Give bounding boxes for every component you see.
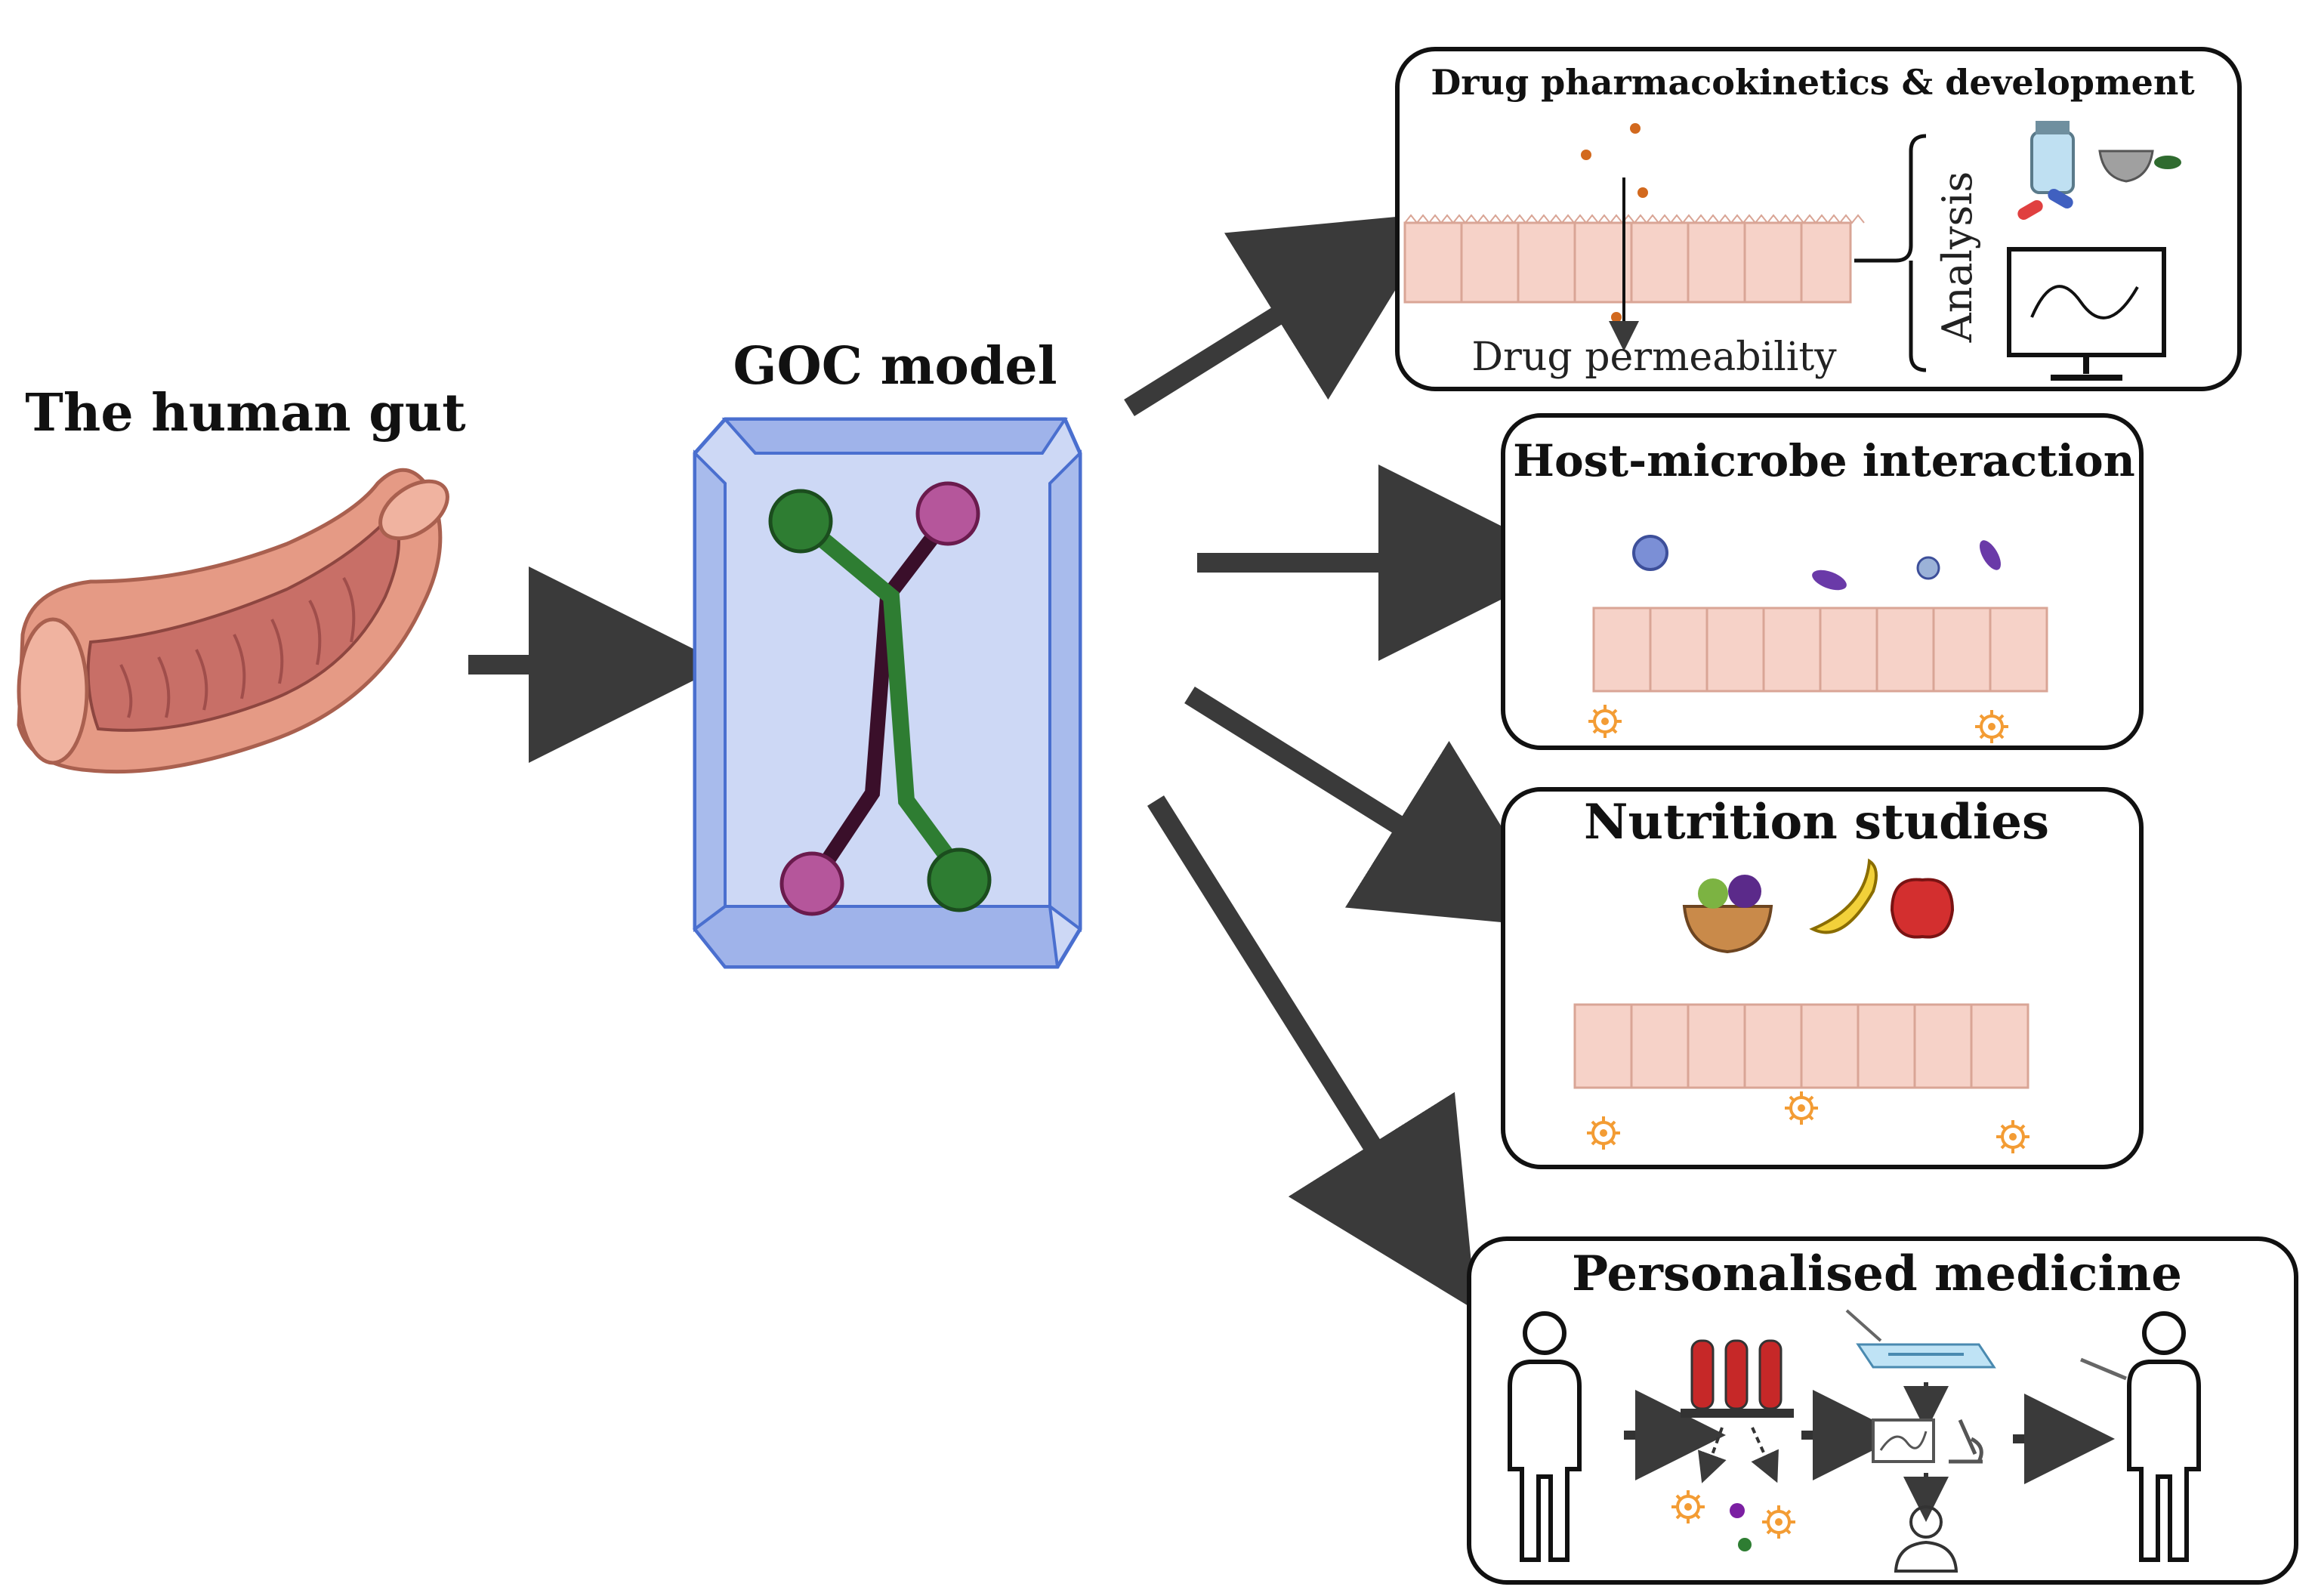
bacteria-icon (1812, 570, 1847, 591)
syringe-icon (2080, 1357, 2127, 1381)
apple-icon (1890, 878, 1955, 939)
blood-cell-icon (1738, 1538, 1752, 1551)
drug-title: Drug pharmacokinetics & development (1431, 62, 2195, 103)
banana-icon (1809, 858, 1878, 934)
computer-icon (1872, 1418, 1935, 1463)
panel-personalised: Personalised medicine (1467, 1236, 2298, 1585)
host-title: Host-microbe interaction (1513, 435, 2135, 486)
panel-host-microbe: Host-microbe interaction (1501, 413, 2144, 750)
channel-purple (805, 512, 954, 888)
drug-epithelium (1403, 221, 1852, 304)
drug-permeability-label: Drug permeability (1471, 335, 1837, 380)
personalised-title: Personalised medicine (1572, 1246, 2182, 1302)
virus-icon (1632, 535, 1668, 571)
doctor-icon (1894, 1505, 1958, 1573)
drug-bottle-icon (2030, 121, 2075, 194)
bacteria-icon (1980, 540, 2001, 570)
blood-cell-icon (1730, 1503, 1745, 1518)
panel-drug: Drug pharmacokinetics & development Drug… (1395, 47, 2242, 391)
monitor-icon (2007, 247, 2166, 381)
virus-small-icon (1916, 556, 1940, 580)
capsules-icon (2017, 189, 2073, 220)
analysis-bracket (1854, 134, 1927, 372)
blood-tubes-icon (1681, 1339, 1794, 1418)
arrow-goc-to-nutrition (1184, 686, 1564, 928)
port-purple-top (915, 481, 980, 546)
arrow-goc-to-personalised (1147, 795, 1477, 1311)
microscope-icon (1949, 1418, 1983, 1464)
goc-chip (693, 417, 1082, 969)
channel-green (795, 514, 966, 878)
chip-device-icon (1845, 1309, 1996, 1369)
port-purple-bottom (779, 851, 844, 916)
goc-title: GOC model (733, 336, 1057, 397)
analysis-label: Analysis (1934, 171, 1981, 343)
mortar-icon (2098, 150, 2181, 183)
gut-title: The human gut (25, 383, 466, 443)
gut-illustration (17, 468, 449, 774)
nutrition-title: Nutrition studies (1584, 794, 2049, 850)
port-green-bottom (927, 847, 992, 912)
arrow-goc-to-drug (1124, 212, 1443, 417)
panel-nutrition: Nutrition studies (1501, 787, 2144, 1169)
fruit-bowl-icon (1682, 875, 1773, 954)
port-green-top (768, 489, 833, 554)
